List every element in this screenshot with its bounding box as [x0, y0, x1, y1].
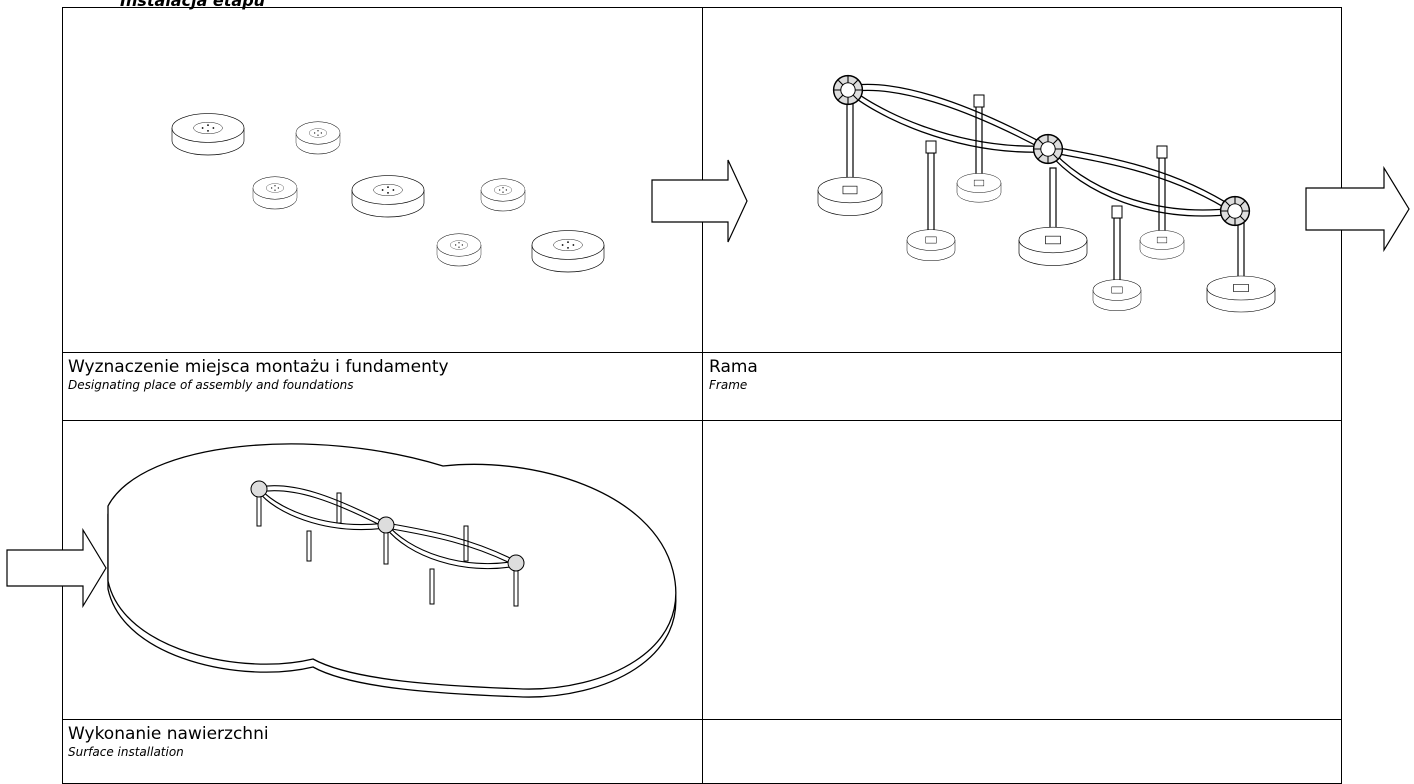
caption-en: Designating place of assembly and founda… [68, 378, 354, 392]
foundations-illustration [63, 8, 702, 352]
row-divider [62, 420, 1342, 421]
row-divider [62, 352, 1342, 353]
caption-en: Surface installation [68, 745, 184, 759]
caption-en: Frame [709, 378, 748, 392]
arrow-right-icon [651, 159, 748, 243]
column-divider [702, 7, 703, 784]
caption-pl: Wykonanie nawierzchni [68, 724, 269, 744]
caption-pl: Wyznaczenie miejsca montażu i fundamenty [68, 357, 449, 377]
partial-header-title: Instalacja etapu [120, 0, 266, 10]
arrow-right-icon [6, 527, 107, 609]
row-divider [62, 719, 1342, 720]
arrow-right-icon [1305, 165, 1410, 253]
caption-frame: Rama Frame [709, 357, 758, 393]
surface-illustration [107, 443, 677, 698]
caption-surface: Wykonanie nawierzchni Surface installati… [68, 724, 269, 760]
frame-illustration [817, 74, 1276, 313]
caption-foundations: Wyznaczenie miejsca montażu i fundamenty… [68, 357, 449, 393]
caption-pl: Rama [709, 357, 758, 377]
